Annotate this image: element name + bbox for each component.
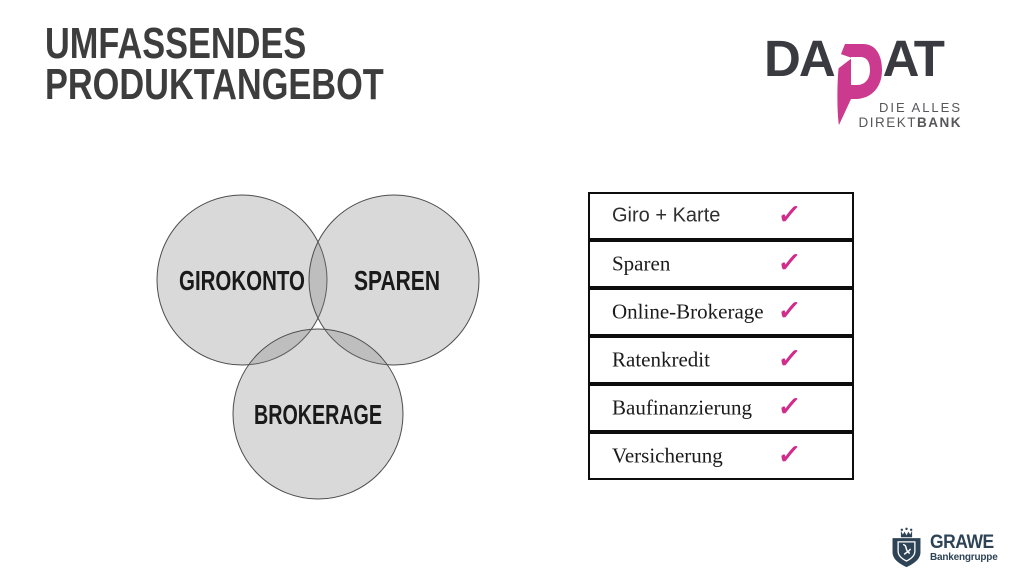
check-icon: ✓ <box>776 439 803 470</box>
venn-diagram: GIROKONTO SPAREN BROKERAGE <box>150 190 490 505</box>
venn-label-sparen: SPAREN <box>354 265 440 296</box>
page-title-line1: UMFASSENDES <box>45 19 307 68</box>
table-row-baufinanzierung: Baufinanzierung ✓ <box>588 384 854 432</box>
row-label: Ratenkredit <box>612 347 710 372</box>
row-label: Versicherung <box>612 443 723 468</box>
dadat-tagline-line2: DIREKTBANK <box>858 115 962 130</box>
row-label: Sparen <box>612 251 671 276</box>
dadat-speech-bubble-d-icon <box>835 44 882 125</box>
venn-circles <box>156 194 480 500</box>
table-row-sparen: Sparen ✓ <box>588 240 854 288</box>
page-title: UMFASSENDES PRODUKTANGEBOT <box>45 19 479 109</box>
table-row-versicherung: Versicherung ✓ <box>588 432 854 480</box>
table-row-online-brokerage: Online-Brokerage ✓ <box>588 288 854 336</box>
venn-circle-sparen <box>308 194 480 366</box>
dadat-wordmark: DA AT <box>764 30 974 127</box>
table-row-ratenkredit: Ratenkredit ✓ <box>588 336 854 384</box>
row-label: Online-Brokerage <box>612 299 764 324</box>
venn-circle-brokerage <box>232 328 404 500</box>
grawe-name: GRAWE <box>930 532 994 553</box>
dadat-wordmark-left: DA <box>764 30 836 87</box>
dadat-logo: DA AT DIE ALLES DIREKTBANK <box>764 30 974 136</box>
check-icon: ✓ <box>776 247 803 278</box>
dadat-wordmark-right: AT <box>882 30 945 87</box>
venn-label-girokonto: GIROKONTO <box>179 265 305 296</box>
venn-label-brokerage: BROKERAGE <box>254 399 382 430</box>
page-title-line2: PRODUKTANGEBOT <box>45 60 384 109</box>
check-icon: ✓ <box>776 343 803 374</box>
grawe-shield-icon <box>892 527 921 568</box>
grawe-logo-text: GRAWE Bankengruppe <box>930 532 1001 563</box>
dadat-tagline: DIE ALLES DIREKTBANK <box>858 100 962 130</box>
table-row-giro-karte: Giro + Karte ✓ <box>588 192 854 240</box>
product-table: Giro + Karte ✓ Sparen ✓ Online-Brokerage… <box>588 192 854 480</box>
grawe-subtitle: Bankengruppe <box>930 551 998 563</box>
dadat-tagline-bank: BANK <box>917 115 962 130</box>
venn-circle-girokonto <box>156 194 328 366</box>
check-icon: ✓ <box>776 391 803 422</box>
row-label: Baufinanzierung <box>612 395 752 420</box>
dadat-tagline-line1: DIE ALLES <box>878 100 962 115</box>
check-icon: ✓ <box>776 295 803 326</box>
check-icon: ✓ <box>776 199 803 230</box>
row-label: Giro + Karte <box>612 204 721 227</box>
grawe-logo: GRAWE Bankengruppe <box>886 527 1001 568</box>
dadat-tagline-direkt: DIREKT <box>858 115 917 130</box>
